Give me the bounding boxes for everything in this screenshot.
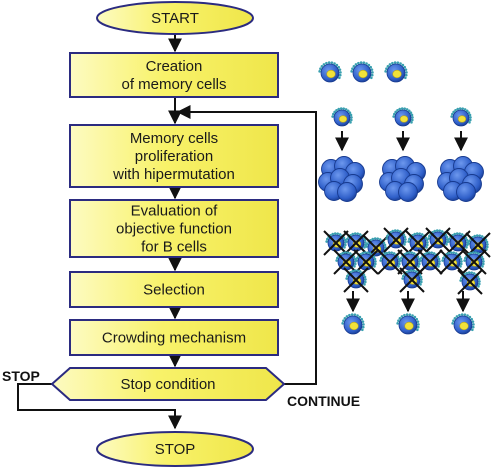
eliminated-cell-icon-17 bbox=[399, 267, 425, 293]
stop-flag-label: STOP bbox=[2, 368, 40, 384]
flow-connectors bbox=[17, 34, 317, 430]
eliminated-cell-icon-7 bbox=[445, 230, 471, 256]
proliferating-cell-cluster-icon-2 bbox=[379, 156, 426, 202]
selected-memory-cell-icon-2 bbox=[396, 313, 420, 335]
proliferating-cell-cluster-icon-1 bbox=[318, 156, 365, 202]
process-box-3-line-2: objective function bbox=[116, 221, 232, 238]
start-label: START bbox=[151, 10, 199, 27]
process-box-1-line-1: Creation bbox=[146, 58, 203, 75]
stop-condition-decision: Stop condition bbox=[50, 367, 286, 401]
process-box-2-line-3: with hipermutation bbox=[112, 166, 235, 183]
arrow-stop-branch bbox=[17, 383, 182, 430]
process-box-5: Crowding mechanism bbox=[69, 319, 279, 356]
eliminated-cell-icon-6 bbox=[425, 227, 451, 253]
process-box-2-line-1: Memory cells bbox=[130, 130, 218, 147]
stop-condition-label: Stop condition bbox=[120, 376, 215, 393]
continue-flag-label: CONTINUE bbox=[287, 393, 360, 409]
end-label: STOP bbox=[155, 441, 196, 458]
eliminated-cell-icon-1 bbox=[323, 230, 349, 256]
process-box-5-line-1: Crowding mechanism bbox=[102, 330, 246, 347]
cell-illustration bbox=[318, 61, 491, 335]
process-box-2-line-2: proliferation bbox=[135, 148, 213, 165]
eliminated-cell-icon-16 bbox=[343, 267, 369, 293]
stop-terminal: STOP bbox=[96, 431, 254, 467]
process-box-3-line-1: Evaluation of bbox=[131, 203, 219, 220]
memory-cell-icon-3 bbox=[384, 61, 408, 83]
process-box-4-line-1: Selection bbox=[143, 282, 205, 299]
memory-cell-icon-row2-2 bbox=[392, 107, 414, 127]
eliminated-cell-icon-4 bbox=[383, 227, 409, 253]
selected-memory-cell-icon-3 bbox=[451, 313, 475, 335]
eliminated-cell-icon-18 bbox=[457, 269, 483, 295]
proliferating-cell-cluster-icon-3 bbox=[437, 156, 484, 202]
start-terminal: START bbox=[96, 1, 254, 35]
memory-cell-icon-row2-3 bbox=[450, 107, 472, 127]
selected-memory-cell-icon-1 bbox=[341, 313, 365, 335]
process-box-3-line-3: for B cells bbox=[141, 239, 207, 256]
process-box-1-line-2: of memory cells bbox=[121, 76, 226, 93]
memory-cell-icon-1 bbox=[318, 61, 342, 83]
eliminated-cell-icon-14 bbox=[439, 249, 465, 275]
eliminated-cell-icon-11 bbox=[377, 249, 403, 275]
eliminated-cell-icon-9 bbox=[333, 249, 359, 275]
arrow-continue-loop bbox=[176, 105, 317, 385]
memory-cell-icon-2 bbox=[350, 61, 374, 83]
eliminated-cell-icon-12 bbox=[397, 249, 423, 275]
eliminated-cell-icon-2 bbox=[343, 230, 369, 256]
process-box-4: Selection bbox=[69, 271, 279, 308]
memory-cell-icon-row2-1 bbox=[331, 107, 353, 127]
